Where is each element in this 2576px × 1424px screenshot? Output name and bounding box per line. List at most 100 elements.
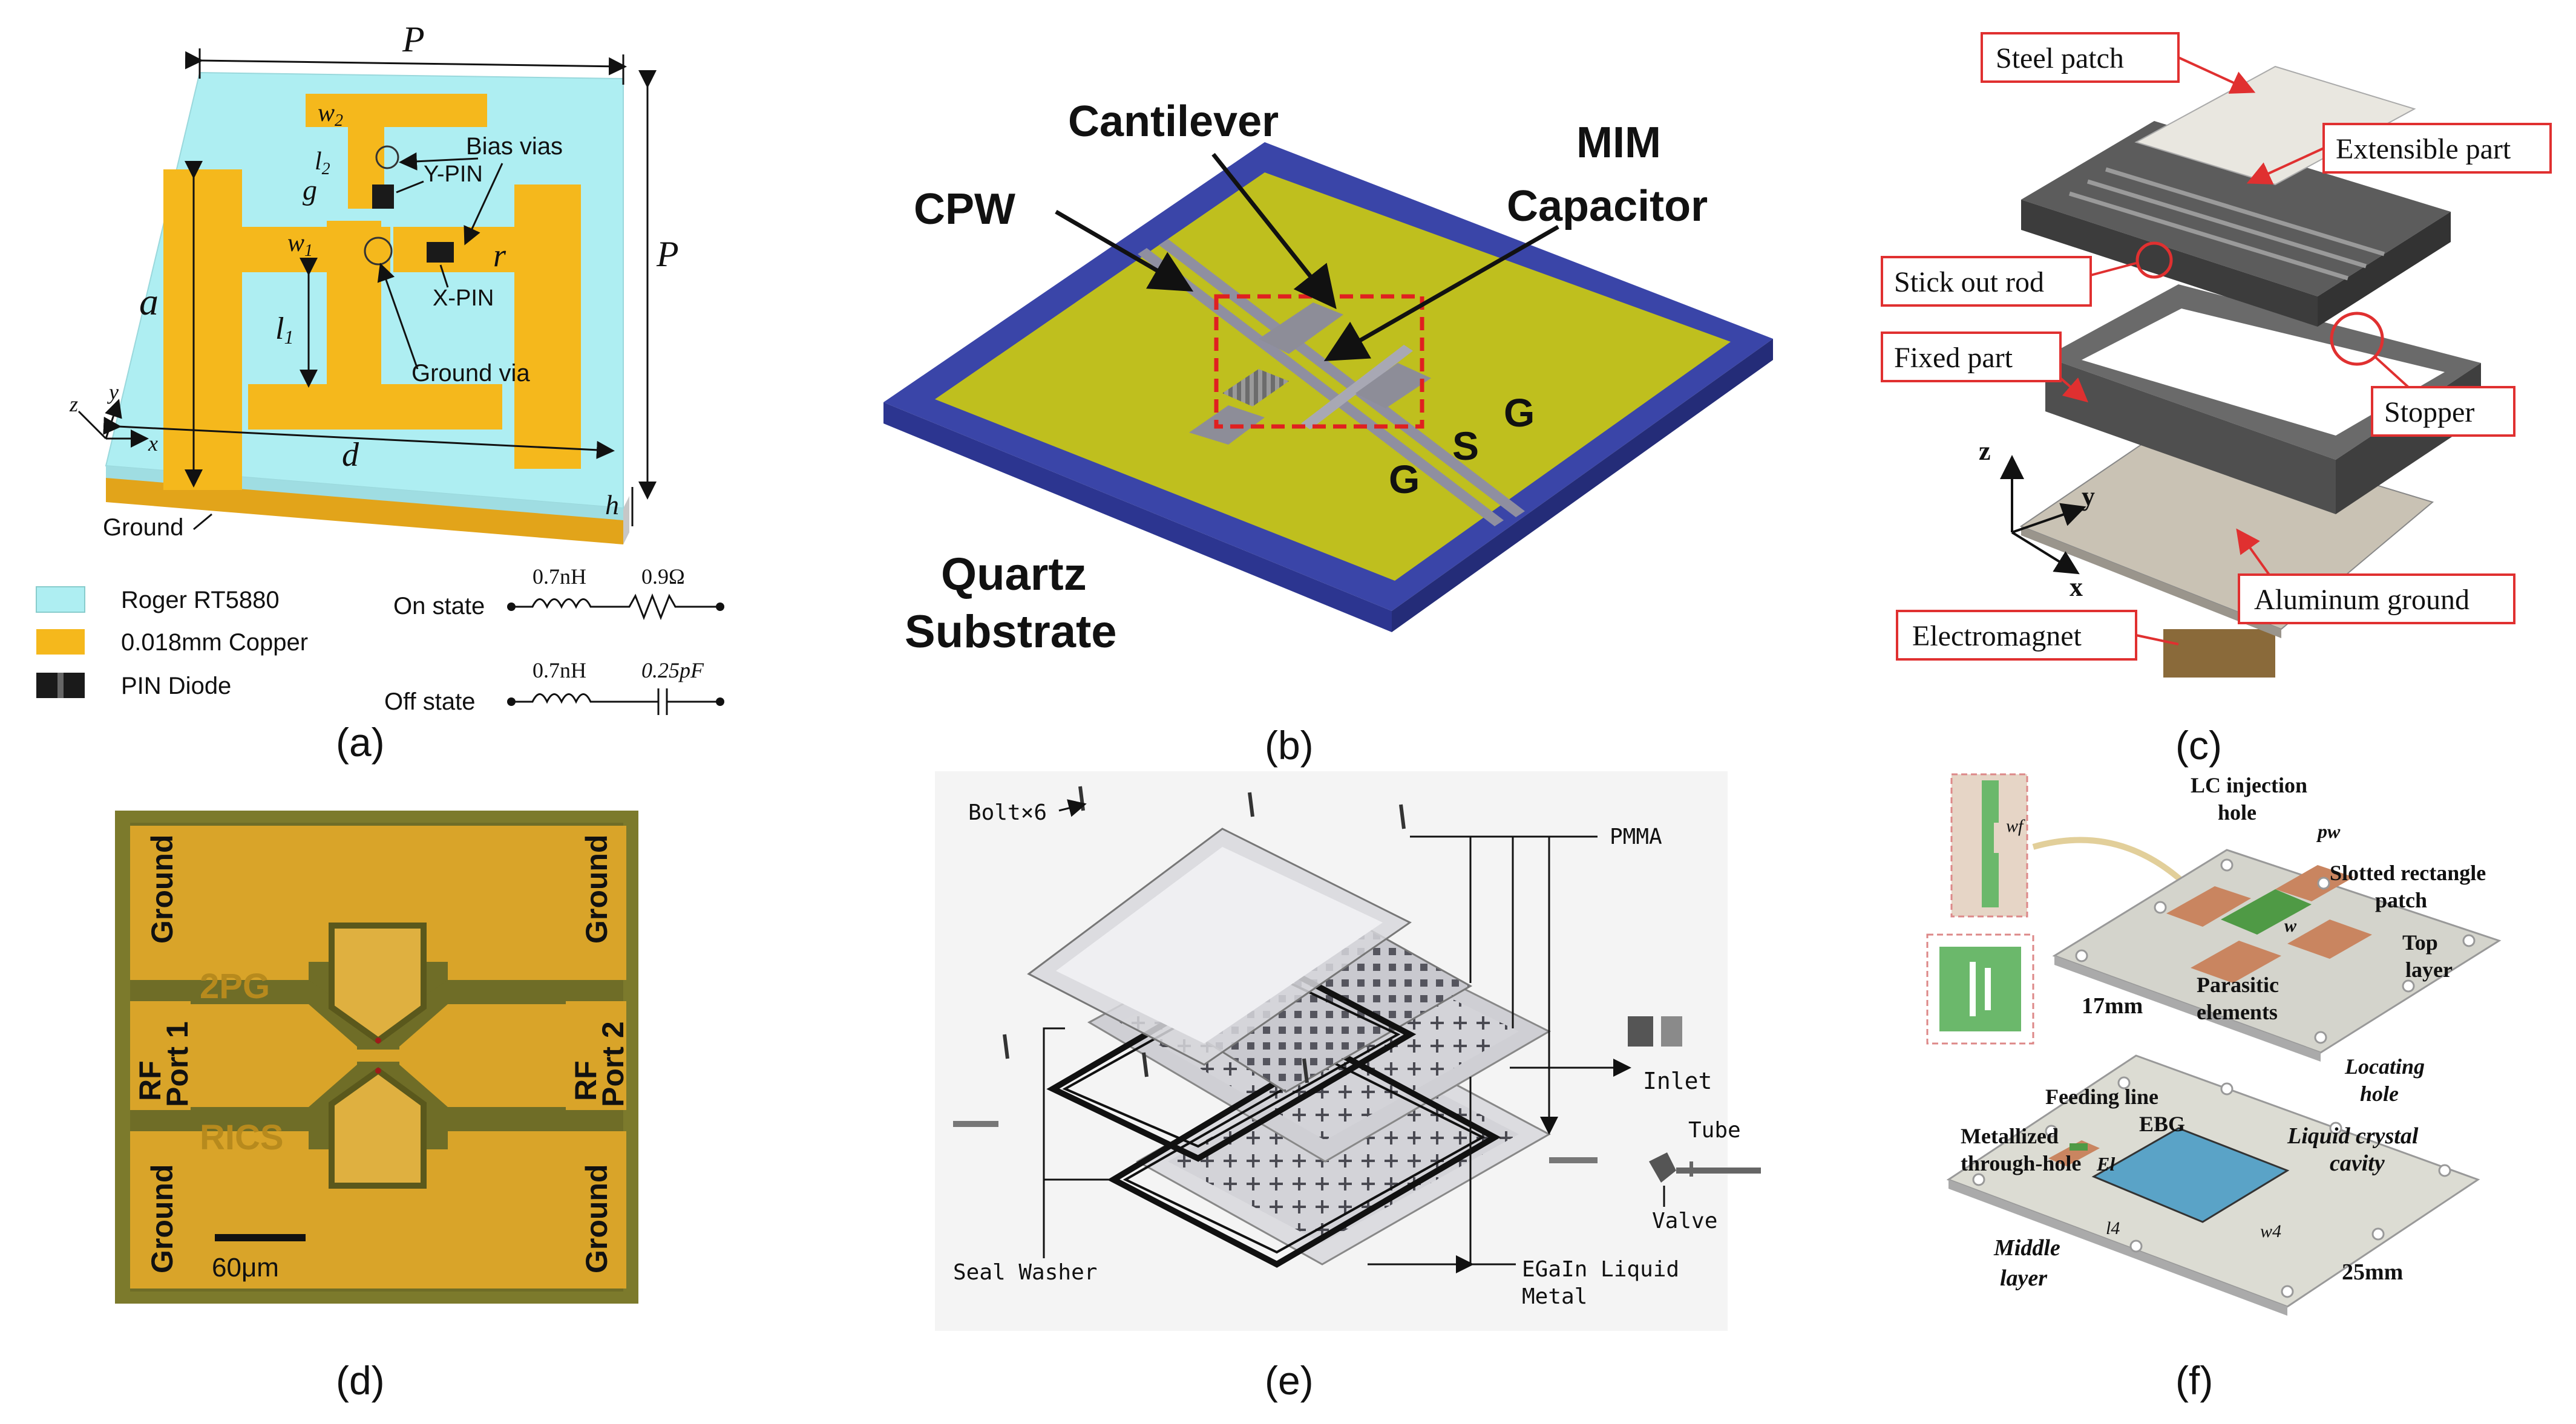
label-metal-2: through-hole xyxy=(1961,1151,2081,1175)
ground-pad-tr xyxy=(566,826,626,962)
label-pw: pw xyxy=(2316,820,2341,842)
label-seal-washer: Seal Washer xyxy=(953,1260,1097,1285)
label-w1: w1 xyxy=(287,229,313,260)
label-quartz-2: Substrate xyxy=(905,606,1117,658)
label-d: d xyxy=(342,436,359,474)
label-valve: Valve xyxy=(1652,1209,1717,1233)
cantilever-bridge xyxy=(1301,345,1413,429)
label-ground: Ground xyxy=(103,514,183,541)
label-slot-2: patch xyxy=(2375,888,2427,912)
xpin-diode xyxy=(427,242,454,263)
cpw-gap-1 xyxy=(1138,248,1504,526)
panel-b: Cantilever MIM Capacitor CPW G S G Quart… xyxy=(883,97,1773,768)
label-feeding-line: Feeding line xyxy=(2045,1085,2158,1109)
svg-text:Roger RT5880: Roger RT5880 xyxy=(121,587,280,613)
label-tube: Tube xyxy=(1688,1118,1741,1143)
label-lc-cavity-2: cavity xyxy=(2330,1151,2385,1176)
quartz-substrate-front xyxy=(883,402,1392,632)
on-state-circuit: On state 0.7nH 0.9Ω xyxy=(393,564,724,621)
label-quartz-1: Quartz xyxy=(941,549,1087,600)
rect-patch-2 xyxy=(2275,865,2354,901)
label-ground-br: Ground xyxy=(580,1164,614,1273)
label-egain-2: Metal xyxy=(1522,1284,1587,1309)
label-r: r xyxy=(493,237,506,273)
label-cpw: CPW xyxy=(914,185,1015,234)
label-scale: 60μm xyxy=(212,1253,279,1282)
label-ebg: EBG xyxy=(2139,1112,2185,1136)
axis-y: y xyxy=(2082,482,2095,511)
label-l4: l4 xyxy=(2106,1218,2120,1238)
label-wf: wf xyxy=(2006,816,2025,836)
svg-text:On state: On state xyxy=(393,593,485,619)
quartz-substrate-side xyxy=(1392,339,1773,632)
label-ypin: Y-PIN xyxy=(424,162,483,187)
label-slot-1: Slotted rectangle xyxy=(2330,861,2486,885)
panel-d: 2PG RICS Ground Ground Ground Ground RF … xyxy=(115,811,638,1403)
bolts xyxy=(1003,786,1406,1083)
caption-e: (e) xyxy=(1265,1358,1314,1403)
ground-pad-tl xyxy=(130,826,191,962)
seal-washer-2 xyxy=(1107,1046,1501,1268)
label-xpin: X-PIN xyxy=(433,286,494,311)
label-rf1-a: RF xyxy=(133,1060,167,1101)
label-inlet: Inlet xyxy=(1643,1068,1712,1094)
panel-a: P P w2 l2 g w1 l1 a r d h Bias vias Y-PI… xyxy=(36,19,724,765)
label-egain-1: EGaIn Liquid xyxy=(1522,1257,1679,1282)
ground-pad-bl xyxy=(130,1149,191,1288)
label-top-2: layer xyxy=(2405,958,2453,982)
label-aluminum: Aluminum ground xyxy=(2254,584,2469,616)
rect-patch-4 xyxy=(2191,941,2281,983)
label-electromagnet: Electromagnet xyxy=(1912,620,2082,652)
label-locating-2: hole xyxy=(2360,1082,2399,1106)
label-locating-1: Locating xyxy=(2344,1054,2425,1079)
stopper-marker xyxy=(2330,312,2384,366)
label-stopper: Stopper xyxy=(2384,396,2474,428)
svg-text:0.25pF: 0.25pF xyxy=(641,658,704,682)
label-25mm: 25mm xyxy=(2342,1259,2403,1285)
electromagnet xyxy=(2163,629,2275,678)
label-lc-2: hole xyxy=(2218,800,2256,825)
axis-x: x xyxy=(2070,572,2083,602)
off-state-circuit: Off state 0.7nH 0.25pF xyxy=(384,658,724,715)
label-top-1: Top xyxy=(2402,930,2438,955)
panel-c: z y x Steel patch Extensible part Stick … xyxy=(1881,32,2552,768)
label-bolt: Bolt×6 xyxy=(968,800,1047,825)
rf-port2-pad xyxy=(566,1001,626,1110)
label-s: S xyxy=(1452,423,1479,468)
label-rf1-b: Port 1 xyxy=(160,1021,194,1107)
bottom-rf-stub xyxy=(329,1066,427,1189)
green-slot-patch xyxy=(2221,889,2312,935)
label-w2: w2 xyxy=(318,99,343,130)
svg-text:0.018mm Copper: 0.018mm Copper xyxy=(121,629,308,656)
label-middle-1: Middle xyxy=(1993,1235,2060,1261)
stick-out-rod-marker xyxy=(2135,241,2173,279)
watermark-top: 2PG xyxy=(200,967,270,1006)
label-l2: l2 xyxy=(315,148,330,178)
label-w: w xyxy=(2284,916,2297,936)
label-l1: l1 xyxy=(275,312,293,348)
label-rf2-a: RF xyxy=(569,1060,603,1101)
rect-patch-3 xyxy=(2287,919,2372,959)
label-extensible: Extensible part xyxy=(2336,133,2511,165)
substrate-side-right xyxy=(623,496,629,544)
label-g1: G xyxy=(1389,457,1420,501)
label-lc-cavity-1: Liquid crystal xyxy=(2287,1123,2419,1149)
label-steel-patch: Steel patch xyxy=(1996,42,2124,74)
watermark-bottom: RICS xyxy=(200,1118,284,1157)
label-rf2-b: Port 2 xyxy=(596,1021,630,1107)
axis-y: y xyxy=(107,380,119,404)
caption-b: (b) xyxy=(1265,723,1314,768)
locating-holes xyxy=(1972,858,2476,1298)
caption-c: (c) xyxy=(2175,723,2222,768)
panel-e: Bolt×6 PMMA Inlet Tube Valve Seal Washer… xyxy=(935,771,1761,1403)
label-ground-bl: Ground xyxy=(145,1164,179,1273)
label-17mm: 17mm xyxy=(2082,993,2143,1019)
label-metal-1: Metallized xyxy=(1961,1124,2059,1148)
label-ground-tr: Ground xyxy=(580,834,614,944)
label-stick-out-rod: Stick out rod xyxy=(1894,266,2044,298)
label-ground-tl: Ground xyxy=(145,834,179,944)
axis-z: z xyxy=(69,392,78,416)
top-layer-board xyxy=(2052,849,2502,1054)
legend-swatch-substrate xyxy=(36,586,85,613)
